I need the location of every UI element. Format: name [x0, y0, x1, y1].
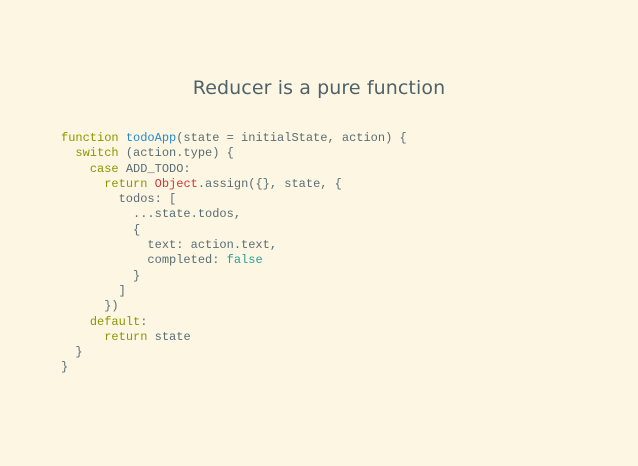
code-line: switch (action.type) { — [61, 146, 407, 161]
code-token-plain: ...state.todos, — [61, 207, 242, 222]
code-token-plain — [61, 177, 104, 191]
code-line: } — [61, 345, 407, 360]
code-token-plain: text: action.text, — [61, 238, 278, 253]
code-block: function todoApp(state = initialState, a… — [61, 131, 407, 376]
code-token-plain — [147, 177, 154, 191]
code-token-plain: }) — [61, 299, 119, 314]
code-token-plain: todos: [ — [61, 192, 177, 207]
code-line: ...state.todos, — [61, 207, 407, 222]
code-token-plain — [61, 162, 90, 176]
code-token-literal: false — [226, 253, 263, 268]
code-line: function todoApp(state = initialState, a… — [61, 131, 407, 146]
code-token-keyword: return — [104, 329, 148, 344]
code-line: { — [61, 223, 407, 238]
code-token-plain — [61, 315, 90, 329]
code-token-plain — [61, 330, 104, 344]
code-token-plain: ] — [61, 283, 126, 298]
code-line: todos: [ — [61, 192, 407, 207]
code-token-plain: (state = initialState, action) { — [176, 131, 407, 145]
code-line: } — [61, 360, 407, 375]
code-token-plain — [61, 146, 75, 160]
code-token-plain: (action.type) { — [118, 146, 234, 161]
slide-title: Reducer is a pure function — [192, 77, 446, 99]
code-token-builtin: Object — [154, 176, 198, 191]
code-line: return Object.assign({}, state, { — [61, 177, 407, 192]
code-line: default: — [61, 315, 407, 330]
code-line: }) — [61, 299, 407, 314]
code-token-keyword: default — [89, 314, 141, 329]
code-token-plain — [119, 131, 126, 145]
code-token-plain: state — [147, 329, 191, 344]
code-line: ] — [61, 284, 407, 299]
code-token-plain: : — [140, 314, 148, 329]
code-token-keyword: function — [61, 131, 119, 145]
code-token-plain: completed: — [61, 253, 227, 268]
code-line: case ADD_TODO: — [61, 162, 407, 177]
code-token-plain: } — [61, 360, 69, 375]
code-token-funcname: todoApp — [125, 131, 177, 145]
code-line: text: action.text, — [61, 238, 407, 253]
code-line: return state — [61, 330, 407, 345]
code-token-plain: } — [61, 345, 83, 360]
code-token-plain: ADD_TODO: — [118, 161, 191, 176]
code-token-keyword: case — [89, 161, 119, 176]
code-line: completed: false — [61, 253, 407, 268]
code-token-plain: .assign({}, state, { — [197, 176, 342, 191]
code-token-keyword: switch — [75, 146, 119, 161]
code-token-keyword: return — [104, 176, 148, 191]
code-token-plain: } — [61, 268, 141, 283]
code-token-plain: { — [61, 222, 141, 237]
code-line: } — [61, 269, 407, 284]
